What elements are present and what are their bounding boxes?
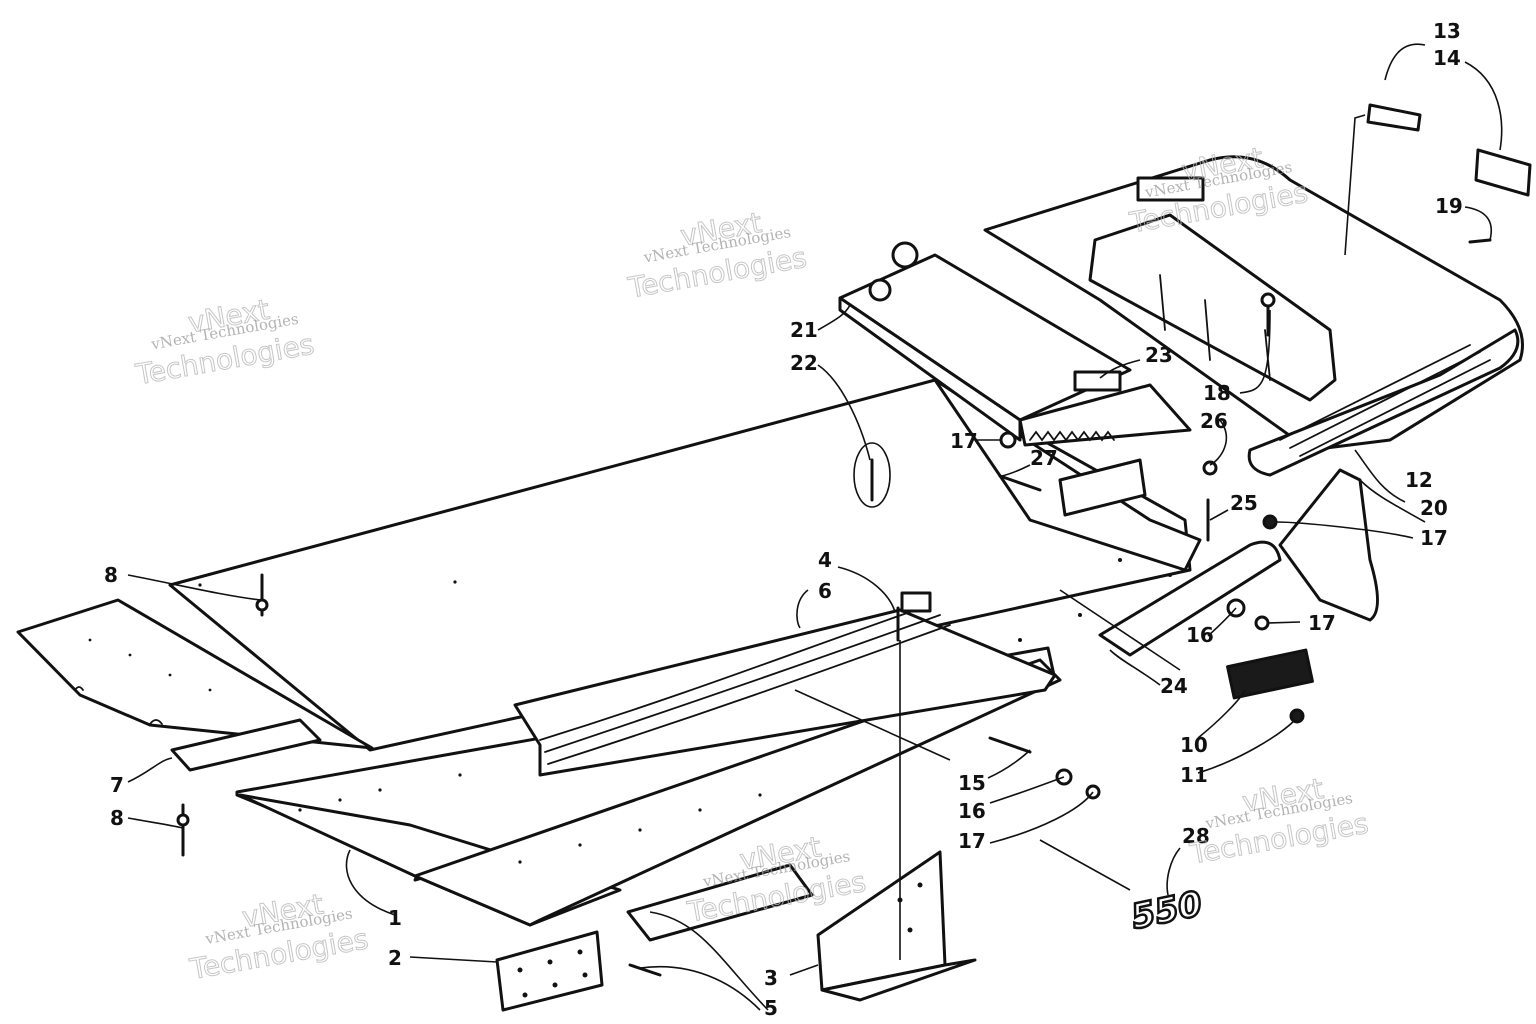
watermark-5: vNext vNext Technologies Technologies (684, 830, 869, 930)
callout-20: 20 (1420, 496, 1448, 520)
callout-26: 26 (1200, 409, 1228, 433)
block-part-27 (1058, 458, 1147, 517)
callout-17-mid: 17 (1308, 611, 1336, 635)
bracket-part-7 (170, 718, 322, 772)
callout-3: 3 (764, 966, 778, 990)
callout-17-right: 17 (1420, 526, 1448, 550)
rail-part-6 (513, 591, 1057, 777)
callout-13: 13 (1433, 19, 1461, 43)
plate-part-2 (495, 930, 604, 1012)
watermark-6: vNext vNext Technologies Technologies (1187, 772, 1372, 872)
callout-23: 23 (1145, 343, 1173, 367)
callout-12: 12 (1405, 468, 1433, 492)
callout-16-lower: 16 (958, 799, 986, 823)
bracket-part-10 (1226, 648, 1314, 700)
leader-lines (127, 43, 1503, 1011)
callout-24: 24 (1160, 674, 1188, 698)
callout-7: 7 (110, 773, 124, 797)
callout-11: 11 (1180, 763, 1208, 787)
watermark-1: vNext vNext Technologies Technologies (132, 292, 317, 392)
callout-21: 21 (790, 318, 818, 342)
callout-17-lower: 17 (958, 829, 986, 853)
watermark-4: vNext vNext Technologies Technologies (186, 887, 371, 987)
callout-28: 28 (1182, 824, 1210, 848)
callout-18: 18 (1203, 381, 1231, 405)
callout-6: 6 (818, 579, 832, 603)
callout-10: 10 (1180, 733, 1208, 757)
callout-8-top: 8 (104, 563, 118, 587)
decal-part-14 (1474, 148, 1532, 197)
callout-1: 1 (388, 906, 402, 930)
pad-part-5 (626, 863, 814, 942)
callout-25: 25 (1230, 491, 1258, 515)
watermark-2: vNext vNext Technologies Technologies (625, 205, 810, 305)
seat-base-part-21 (838, 241, 1192, 447)
callout-22: 22 (790, 351, 818, 375)
decal-part-13 (1366, 103, 1422, 132)
callout-27: 27 (1030, 446, 1058, 470)
rear-bumper (983, 155, 1524, 622)
callout-17-left: 17 (950, 429, 978, 453)
callout-5: 5 (764, 996, 778, 1020)
tube-part-24 (1098, 540, 1282, 657)
tunnel-assembly (16, 378, 1202, 927)
callout-15: 15 (958, 771, 986, 795)
callout-4: 4 (818, 548, 832, 572)
callout-19: 19 (1435, 194, 1463, 218)
callout-numbers: 1 2 3 4 5 6 7 8 8 10 11 12 13 14 15 16 1… (104, 19, 1463, 1020)
callout-14: 14 (1433, 46, 1461, 70)
callout-8-bottom: 8 (110, 806, 124, 830)
watermarks: vNext vNext Technologies Technologies vN… (132, 140, 1372, 987)
callout-2: 2 (388, 946, 402, 970)
callout-16-upper: 16 (1186, 623, 1214, 647)
